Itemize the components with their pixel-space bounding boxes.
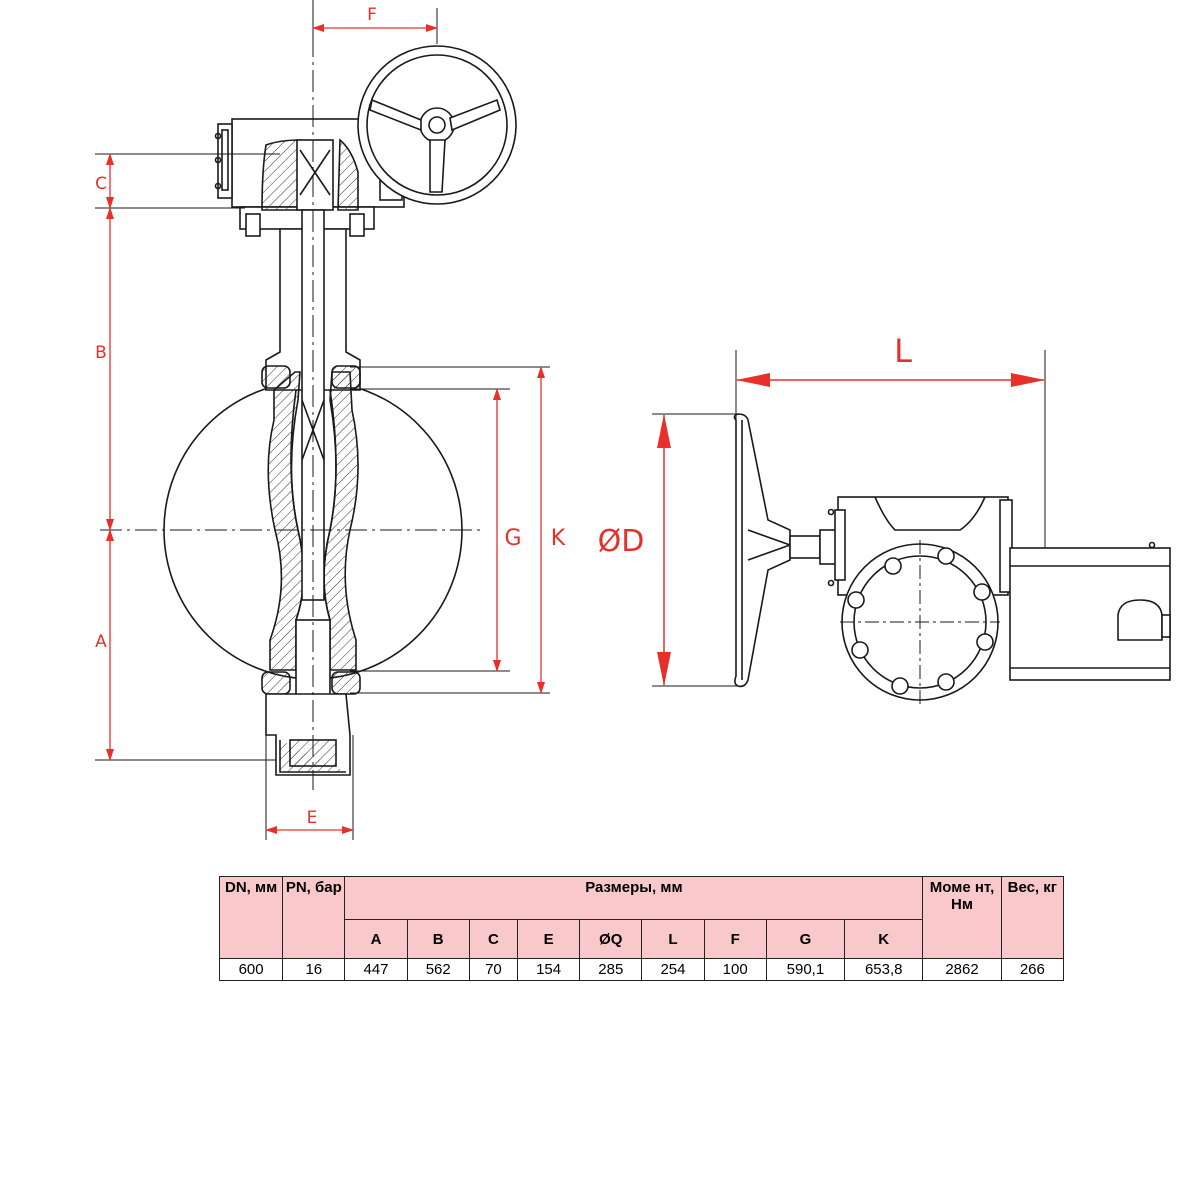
cell-k: 653,8 [844,958,924,981]
label-c: C [95,174,107,194]
header-dim-k: K [844,919,924,959]
header-dim-g: G [765,919,846,959]
label-d: ØD [598,524,645,559]
label-k: K [551,526,566,551]
label-l: L [894,332,912,370]
valve-technical-drawing: F C B A G K E [95,0,1171,840]
cell-dn: 600 [218,958,284,981]
spec-table: DN, мм PN, бар Размеры, мм Моме нт, Нм В… [218,876,1065,981]
label-a: A [95,632,107,652]
header-dim-c: C [468,919,518,959]
cell-g: 590,1 [765,958,846,981]
cell-c: 70 [468,958,518,981]
header-dim-a: A [344,919,408,959]
cell-weight: 266 [1000,958,1065,981]
label-f: F [367,5,377,25]
front-dimension-labels: F C B A G K E [95,5,566,828]
front-dimensions [106,24,545,834]
label-g: G [504,526,521,551]
header-moment: Моме нт, Нм [922,876,1002,959]
header-dim-e: E [516,919,581,959]
label-e: E [307,808,318,828]
cell-a: 447 [344,958,408,981]
handwheel [357,45,517,205]
header-pn: PN, бар [282,876,346,959]
cell-q: 285 [579,958,643,981]
header-dim-f: F [703,919,767,959]
table-row: 600 16 447 562 70 154 285 254 100 590,1 … [218,958,1065,981]
side-dimensions [657,373,1045,686]
label-b: B [95,343,107,363]
header-dimensions: Размеры, мм [344,876,924,920]
cell-e: 154 [516,958,581,981]
cell-f: 100 [703,958,767,981]
header-dim-l: L [641,919,705,959]
side-view [733,413,1171,705]
cell-pn: 16 [282,958,346,981]
cell-b: 562 [406,958,470,981]
cell-l: 254 [641,958,705,981]
header-dim-b: B [406,919,470,959]
header-weight: Вес, кг [1000,876,1065,959]
header-dn: DN, мм [218,876,284,959]
cell-moment: 2862 [922,958,1002,981]
front-view [95,0,550,840]
header-dim-q: ØQ [579,919,643,959]
